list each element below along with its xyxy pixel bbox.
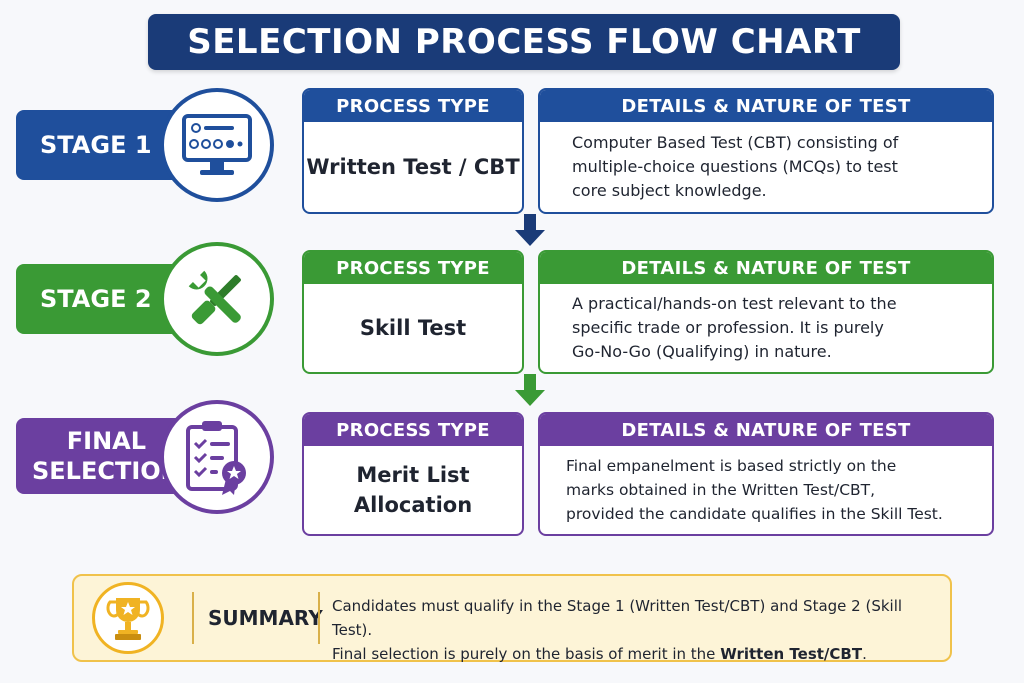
summary-title: SUMMARY [208, 606, 323, 630]
wrench-screwdriver-icon [188, 270, 241, 325]
summary-line-2-suffix: . [862, 645, 867, 663]
final-selection-label: FINAL SELECTION [16, 418, 188, 494]
process-type-value: Skill Test [304, 284, 522, 372]
stage-1-process-card: PROCESS TYPE Written Test / CBT [302, 88, 524, 214]
summary-line-2-prefix: Final selection is purely on the basis o… [332, 645, 721, 663]
stage-2-icon-badge [160, 242, 274, 356]
page-title: SELECTION PROCESS FLOW CHART [148, 14, 900, 70]
details-header: DETAILS & NATURE OF TEST [540, 252, 992, 284]
stage-1-icon-badge [160, 88, 274, 202]
details-line: multiple-choice questions (MCQs) to test [572, 157, 898, 176]
summary-line-2-bold: Written Test/CBT [720, 645, 863, 663]
details-header: DETAILS & NATURE OF TEST [540, 90, 992, 122]
details-line: Go-No-Go (Qualifying) in nature. [572, 342, 832, 361]
summary-text: Candidates must qualify in the Stage 1 (… [332, 594, 942, 666]
process-type-header: PROCESS TYPE [304, 90, 522, 122]
process-line: Allocation [353, 493, 473, 517]
details-line: core subject knowledge. [572, 181, 767, 200]
process-type-header: PROCESS TYPE [304, 414, 522, 446]
process-line: Written Test / CBT [306, 155, 520, 179]
summary-line-1: Candidates must qualify in the Stage 1 (… [332, 597, 903, 639]
trophy-icon [106, 598, 150, 640]
details-text: Final empanelment is based strictly on t… [540, 446, 992, 534]
summary-line-2: Final selection is purely on the basis o… [332, 642, 942, 666]
details-line: Computer Based Test (CBT) consisting of [572, 133, 899, 152]
final-process-card: PROCESS TYPE Merit List Allocation [302, 412, 524, 536]
stage-label-line: SELECTION [32, 457, 181, 485]
final-details-card: DETAILS & NATURE OF TEST Final empanelme… [538, 412, 994, 536]
computer-monitor-icon [182, 114, 252, 175]
summary-icon-badge [92, 582, 164, 654]
stage-2-details-card: DETAILS & NATURE OF TEST A practical/han… [538, 250, 994, 374]
flow-arrow-down-icon [515, 214, 545, 246]
process-line: Merit List [356, 463, 470, 487]
details-line: specific trade or profession. It is pure… [572, 318, 884, 337]
process-type-header: PROCESS TYPE [304, 252, 522, 284]
details-text: A practical/hands-on test relevant to th… [540, 284, 992, 372]
stage-label-line: STAGE 1 [40, 131, 152, 159]
details-header: DETAILS & NATURE OF TEST [540, 414, 992, 446]
details-line: Final empanelment is based strictly on t… [566, 457, 897, 475]
clipboard-checklist-badge-icon [186, 421, 246, 495]
details-line: marks obtained in the Written Test/CBT, [566, 481, 876, 499]
summary-divider [318, 592, 320, 644]
process-type-value: Written Test / CBT [304, 122, 522, 212]
details-text: Computer Based Test (CBT) consisting of … [540, 122, 992, 212]
flow-arrow-down-icon [515, 374, 545, 406]
process-line: Skill Test [359, 316, 467, 340]
summary-divider [192, 592, 194, 644]
stage-2-label: STAGE 2 [16, 264, 188, 334]
stage-1-label: STAGE 1 [16, 110, 188, 180]
summary-box: SUMMARY Candidates must qualify in the S… [72, 574, 952, 663]
final-selection-icon-badge [160, 400, 274, 514]
details-line: provided the candidate qualifies in the … [566, 505, 943, 523]
process-type-value: Merit List Allocation [304, 446, 522, 534]
stage-label-line: STAGE 2 [40, 285, 152, 313]
stage-label-line: FINAL [66, 427, 147, 455]
stage-2-process-card: PROCESS TYPE Skill Test [302, 250, 524, 374]
stage-1-details-card: DETAILS & NATURE OF TEST Computer Based … [538, 88, 994, 214]
details-line: A practical/hands-on test relevant to th… [572, 294, 897, 313]
